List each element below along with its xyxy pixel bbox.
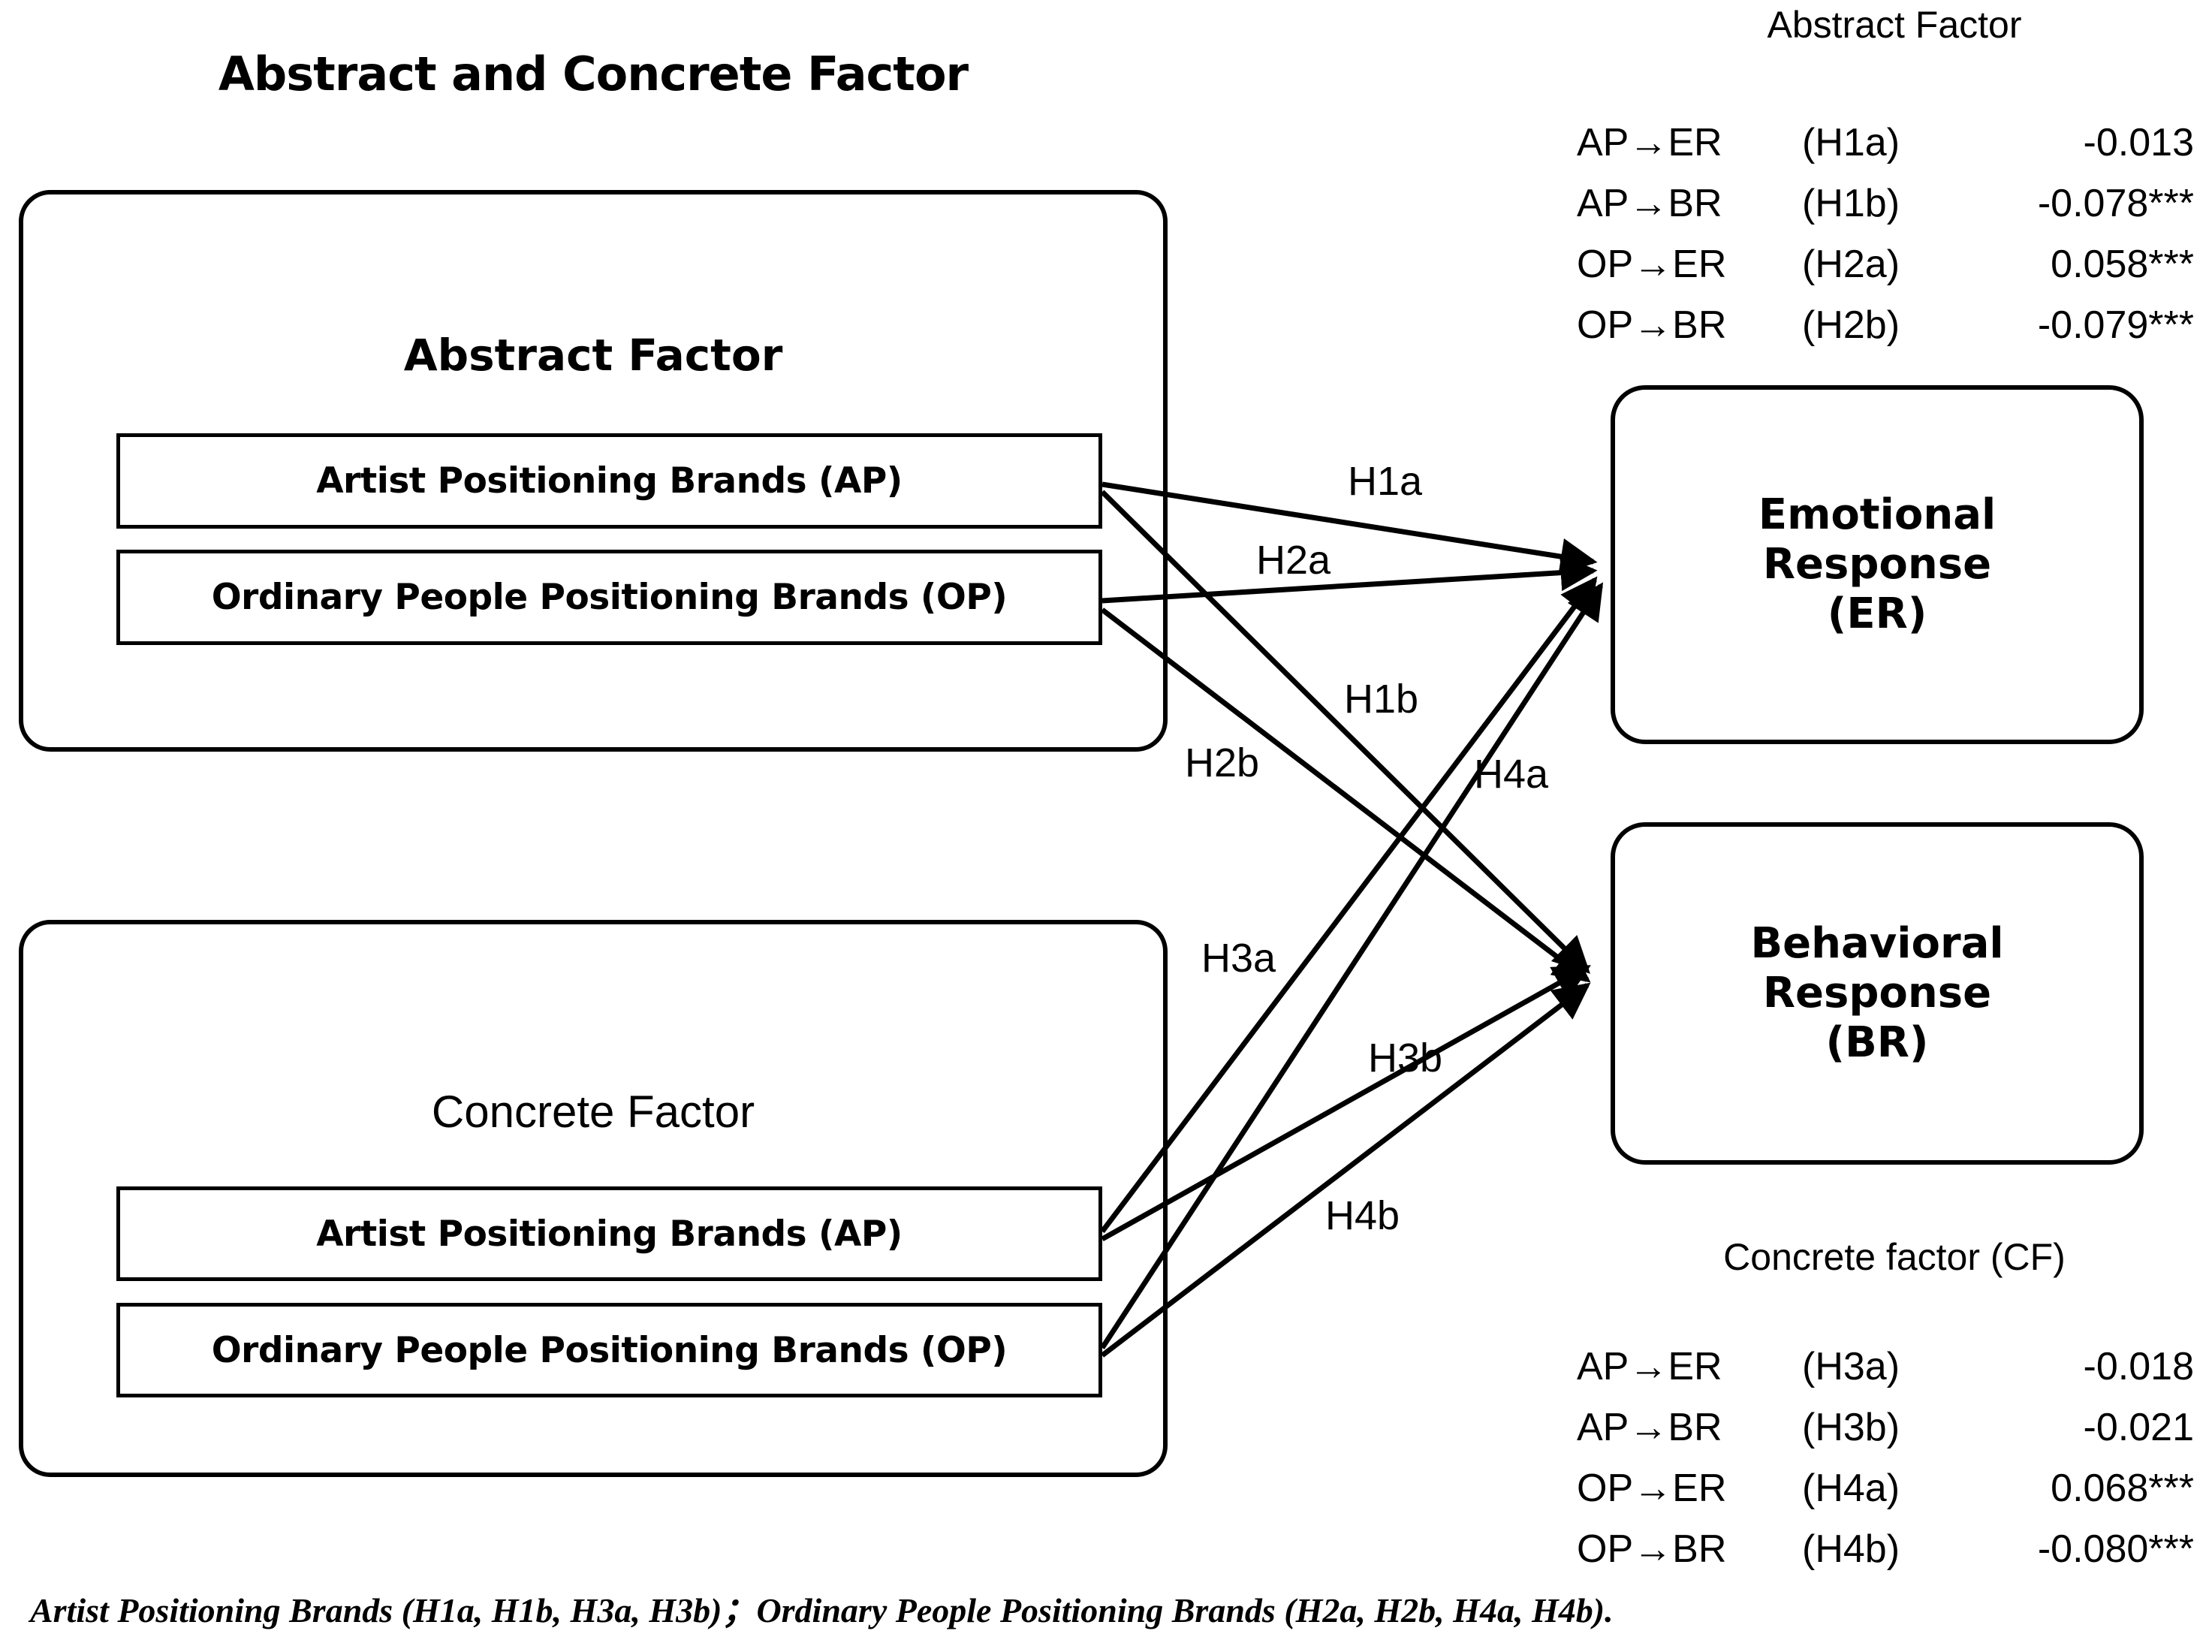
result-estimate: -0.079*** [2037, 303, 2194, 347]
result-path: AP→BR [1577, 1406, 1722, 1449]
edge-label-h4b: H4b [1325, 1193, 1400, 1238]
table-row: OP→BR (H4b) -0.080*** [1577, 1527, 2212, 1587]
page-title: Abstract and Concrete Factor [218, 47, 969, 101]
table-row: AP→ER (H3a) -0.018 [1577, 1344, 2212, 1405]
result-estimate: -0.080*** [2037, 1527, 2194, 1571]
figure-footnote: Artist Positioning Brands (H1a, H1b, H3a… [30, 1591, 1614, 1629]
arrow-af-ap-to-br [1100, 490, 1590, 974]
result-hypothesis: (H1b) [1802, 182, 1900, 225]
table-row: OP→ER (H2a) 0.058*** [1577, 242, 2212, 303]
result-path: OP→ER [1577, 1467, 1727, 1510]
result-hypothesis: (H1a) [1802, 121, 1900, 164]
abstract-indicator-ap-label: Artist Positioning Brands (AP) [316, 460, 903, 502]
result-path: AP→ER [1577, 1345, 1722, 1388]
concrete-factor-heading: Concrete Factor [431, 1087, 755, 1137]
concrete-results-title: Concrete factor (CF) [1723, 1236, 2066, 1278]
table-row: AP→ER (H1a) -0.013 [1577, 120, 2212, 181]
edge-label-h2a: H2a [1256, 538, 1331, 583]
abstract-results-table: AP→ER (H1a) -0.013 AP→BR (H1b) -0.078***… [1577, 120, 2212, 363]
result-estimate: -0.021 [2083, 1406, 2194, 1449]
result-path: OP→BR [1577, 303, 1727, 347]
edge-label-h1a: H1a [1348, 459, 1423, 504]
concrete-results-table: AP→ER (H3a) -0.018 AP→BR (H3b) -0.021 OP… [1577, 1344, 2212, 1587]
arrow-af-op-to-er [1101, 554, 1598, 604]
abstract-indicator-ap[interactable]: Artist Positioning Brands (AP) [116, 433, 1102, 529]
concrete-indicator-op[interactable]: Ordinary People Positioning Brands (OP) [116, 1303, 1102, 1397]
concrete-indicator-ap-label: Artist Positioning Brands (AP) [316, 1213, 903, 1255]
result-path: AP→BR [1577, 182, 1722, 225]
abstract-factor-heading: Abstract Factor [403, 330, 783, 381]
result-hypothesis: (H3a) [1802, 1345, 1900, 1388]
result-path: OP→BR [1577, 1527, 1727, 1571]
result-estimate: -0.018 [2083, 1345, 2194, 1388]
arrow-cf-op-to-br [1100, 982, 1591, 1358]
result-path: OP→ER [1577, 243, 1727, 286]
result-hypothesis: (H2a) [1802, 243, 1900, 286]
abstract-indicator-op-label: Ordinary People Positioning Brands (OP) [211, 577, 1008, 618]
edge-label-h1b: H1b [1344, 677, 1419, 722]
result-estimate: -0.013 [2083, 121, 2194, 164]
table-row: OP→ER (H4a) 0.068*** [1577, 1466, 2212, 1527]
concrete-indicator-op-label: Ordinary People Positioning Brands (OP) [211, 1329, 1008, 1371]
result-hypothesis: (H4b) [1802, 1527, 1900, 1571]
concrete-indicator-ap[interactable]: Artist Positioning Brands (AP) [116, 1186, 1102, 1281]
result-estimate: 0.068*** [2051, 1467, 2194, 1510]
abstract-results-title: Abstract Factor [1767, 4, 2022, 46]
result-hypothesis: (H2b) [1802, 303, 1900, 347]
edge-label-h4a: H4a [1474, 752, 1549, 797]
result-estimate: 0.058*** [2051, 243, 2194, 286]
edge-label-h3a: H3a [1201, 936, 1276, 981]
table-row: OP→BR (H2b) -0.079*** [1577, 303, 2212, 363]
table-row: AP→BR (H1b) -0.078*** [1577, 181, 2212, 242]
result-estimate: -0.078*** [2037, 182, 2194, 225]
edge-label-h3b: H3b [1368, 1036, 1443, 1081]
table-row: AP→BR (H3b) -0.021 [1577, 1405, 2212, 1466]
result-hypothesis: (H4a) [1802, 1467, 1900, 1510]
edge-label-h2b: H2b [1185, 740, 1260, 785]
abstract-indicator-op[interactable]: Ordinary People Positioning Brands (OP) [116, 550, 1102, 645]
result-path: AP→ER [1577, 121, 1722, 164]
result-hypothesis: (H3b) [1802, 1406, 1900, 1449]
